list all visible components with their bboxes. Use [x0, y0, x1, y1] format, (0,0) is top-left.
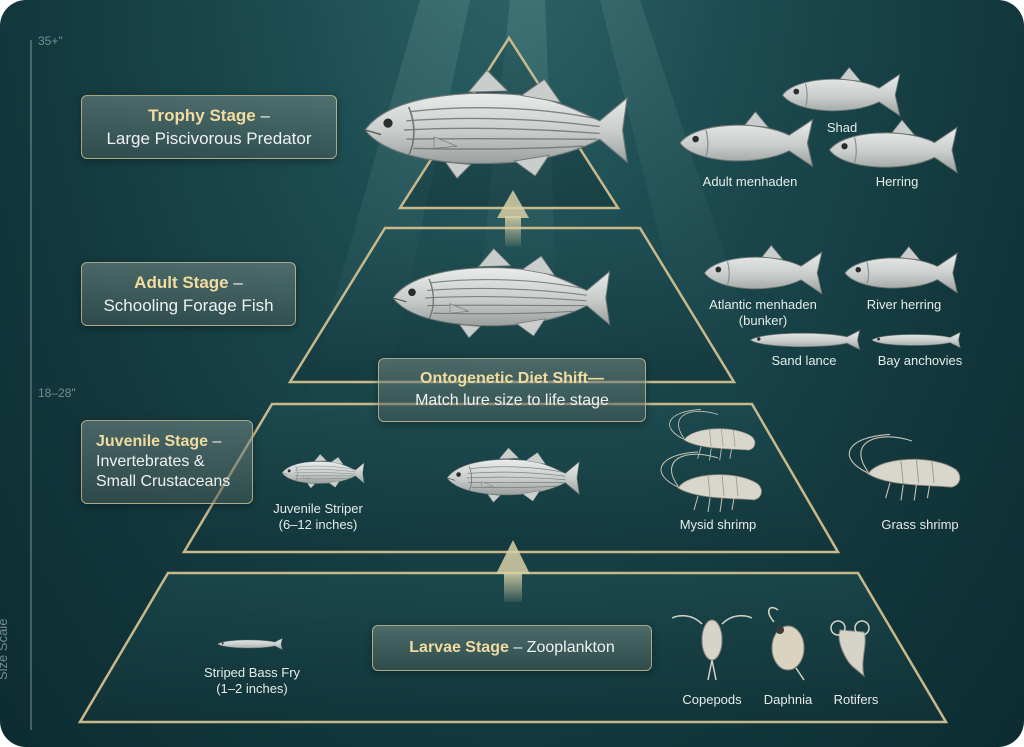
adult-menhaden-icon: [679, 111, 814, 168]
herring-label: Herring: [875, 174, 919, 189]
trophy-stage-box: Trophy Stage – Large Piscivorous Predato…: [81, 95, 337, 159]
adult-stage-box: Adult Stage – Schooling Forage Fish: [81, 262, 296, 326]
river-herring-label: River herring: [866, 297, 942, 312]
shad-label: Shad: [826, 120, 858, 135]
juvenile-stage-box: Juvenile Stage – Invertebrates & Small C…: [81, 420, 253, 504]
daphnia-label: Daphnia: [763, 692, 813, 707]
adult-stage-title: Adult Stage: [134, 272, 229, 292]
river-herring-icon: [844, 246, 958, 294]
scale-top-label: 35+": [38, 34, 63, 48]
trophy-stage-title: Trophy Stage: [148, 105, 256, 125]
sand-lance-icon: [749, 330, 861, 350]
diet-shift-description: Match lure size to life stage: [415, 392, 609, 409]
diet-shift-callout: Ontogenetic Diet Shift— Match lure size …: [378, 358, 646, 422]
atlantic-menhaden-label: Atlantic menhaden: [709, 297, 817, 312]
juvenile-striper-label: Juvenile Striper: [273, 501, 363, 516]
grass-shrimp-label: Grass shrimp: [881, 517, 959, 532]
striped-bass-fry-label: Striped Bass Fry: [203, 665, 301, 680]
rotifer-icon: [830, 620, 870, 678]
atlantic-menhaden-icon: [703, 244, 823, 295]
bay-anchovies-icon: [871, 331, 961, 349]
grass-shrimp-icon: [848, 433, 961, 501]
size-scale-line: [30, 40, 32, 730]
juvenile-stage-title: Juvenile Stage: [96, 433, 209, 450]
larvae-stage-title: Larvae Stage: [409, 639, 509, 656]
larvae-stage-box: Larvae Stage – Zooplankton: [372, 625, 652, 671]
diet-shift-title: Ontogenetic Diet Shift—: [420, 370, 604, 387]
striped-bass-fry-size-label: (1–2 inches): [216, 681, 288, 696]
adult-menhaden-label: Adult menhaden: [702, 174, 798, 189]
up-arrow-icon: [496, 540, 530, 602]
adult-stage-description: Schooling Forage Fish: [103, 295, 274, 315]
rotifers-label: Rotifers: [833, 692, 879, 707]
trophy-stage-separator: –: [255, 105, 270, 125]
daphnia-icon: [768, 606, 805, 681]
bay-anchovies-label: Bay anchovies: [877, 353, 963, 368]
juvenile-stage-description-line1: Invertebrates &: [96, 453, 205, 470]
juvenile-stage-separator: –: [208, 433, 222, 450]
larvae-stage-description: – Zooplankton: [508, 639, 615, 656]
mysid-shrimp-label: Mysid shrimp: [679, 517, 757, 532]
sand-lance-label: Sand lance: [771, 353, 837, 368]
copepod-icon: [671, 615, 753, 681]
scale-mid-label: 18–28": [38, 386, 76, 400]
atlantic-menhaden-sub-label: (bunker): [738, 313, 788, 328]
juvenile-stage-description-line2: Small Crustaceans: [96, 473, 231, 490]
copepods-label: Copepods: [682, 692, 742, 707]
shad-icon: [781, 66, 901, 117]
juvenile-striper-size-label: (6–12 inches): [278, 517, 358, 532]
up-arrow-icon: [497, 190, 529, 246]
trophy-stage-description: Large Piscivorous Predator: [106, 128, 312, 148]
adult-stage-separator: –: [228, 272, 243, 292]
